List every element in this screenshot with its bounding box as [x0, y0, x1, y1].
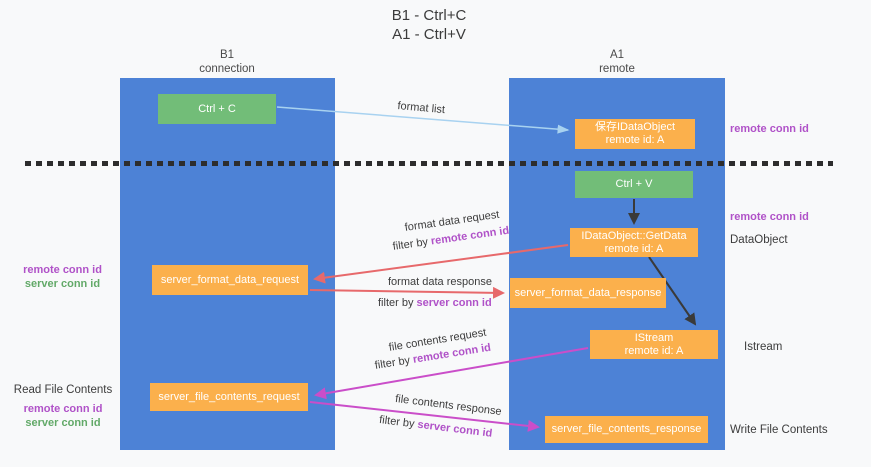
- node-save-idataobject-line2: remote id: A: [605, 134, 665, 146]
- annotation-dataobject: DataObject: [730, 234, 788, 246]
- node-server-file-contents-request-label: server_file_contents_request: [158, 390, 300, 403]
- node-ctrl-v-label: Ctrl + V: [615, 178, 653, 190]
- filter-by-text: filter by: [392, 235, 432, 253]
- phase-divider-dashed-line: [25, 161, 833, 166]
- node-istream: IStream remote id: A: [590, 330, 718, 359]
- column-a1-subtitle: remote: [599, 63, 635, 75]
- node-istream-line1: IStream: [634, 331, 674, 344]
- node-server-file-contents-response-label: server_file_contents_response: [551, 423, 702, 435]
- annotation-remote-conn-id-bottom: remote conn id: [23, 403, 103, 415]
- annotation-server-conn-id-left: server conn id: [24, 278, 101, 290]
- title-line-b1: B1 - Ctrl+C: [391, 7, 467, 24]
- annotation-server-conn-id-bottom: server conn id: [25, 417, 101, 429]
- column-a1-name: A1: [609, 49, 625, 61]
- column-header-b1: B1 connection: [157, 48, 297, 76]
- column-b1-name: B1: [219, 49, 235, 61]
- filter-by-text: filter by: [378, 414, 419, 431]
- label-filter-by-server-conn-id-format: filter by server conn id: [378, 297, 492, 309]
- diagram-title: B1 - Ctrl+C A1 - Ctrl+V: [0, 6, 858, 44]
- filter-by-text: filter by: [378, 297, 417, 309]
- node-server-format-data-request-label: server_format_data_request: [160, 273, 300, 286]
- annotation-remote-conn-id-mid: remote conn id: [730, 211, 809, 223]
- node-ctrl-c: Ctrl + C: [158, 94, 276, 124]
- annotation-remote-conn-id-top: remote conn id: [730, 123, 809, 135]
- label-file-contents-response: file contents response: [394, 393, 503, 418]
- column-header-a1: A1 remote: [547, 48, 687, 76]
- node-save-idataobject: 保存IDataObject remote id: A: [575, 119, 695, 149]
- column-b1-subtitle: connection: [199, 63, 255, 75]
- node-istream-line2: remote id: A: [624, 344, 684, 357]
- node-server-file-contents-request: server_file_contents_request: [150, 383, 308, 411]
- node-idataobject-getdata-line1: IDataObject::GetData: [581, 229, 687, 242]
- annotation-read-file-contents-group: Read File Contents remote conn id server…: [8, 383, 118, 430]
- annotation-remote-conn-id-left: remote conn id: [23, 264, 102, 276]
- server-conn-id-key: server conn id: [416, 297, 492, 309]
- label-format-list: format list: [396, 100, 446, 117]
- node-ctrl-v: Ctrl + V: [575, 171, 693, 198]
- title-line-a1: A1 - Ctrl+V: [392, 26, 466, 43]
- node-server-format-data-response-label: server_format_data_response: [514, 286, 662, 299]
- arrow-format-data-response: [309, 286, 505, 299]
- node-server-file-contents-response: server_file_contents_response: [545, 416, 708, 443]
- annotation-write-file-contents: Write File Contents: [730, 424, 828, 436]
- filter-by-text: filter by: [374, 353, 414, 372]
- label-format-data-response: format data response: [388, 276, 492, 288]
- annotation-read-file-contents: Read File Contents: [13, 384, 113, 396]
- annotation-istream: Istream: [744, 341, 783, 353]
- label-filter-by-server-conn-id-file: filter by server conn id: [379, 414, 493, 440]
- node-idataobject-getdata: IDataObject::GetData remote id: A: [570, 228, 698, 257]
- node-server-format-data-response: server_format_data_response: [510, 278, 666, 308]
- server-conn-id-key: server conn id: [416, 418, 493, 440]
- node-ctrl-c-label: Ctrl + C: [198, 102, 236, 115]
- node-server-format-data-request: server_format_data_request: [152, 265, 308, 295]
- node-idataobject-getdata-line2: remote id: A: [604, 242, 664, 255]
- annotation-left-conn-ids: remote conn id server conn id: [10, 263, 115, 291]
- node-save-idataobject-line1: 保存IDataObject: [594, 121, 676, 133]
